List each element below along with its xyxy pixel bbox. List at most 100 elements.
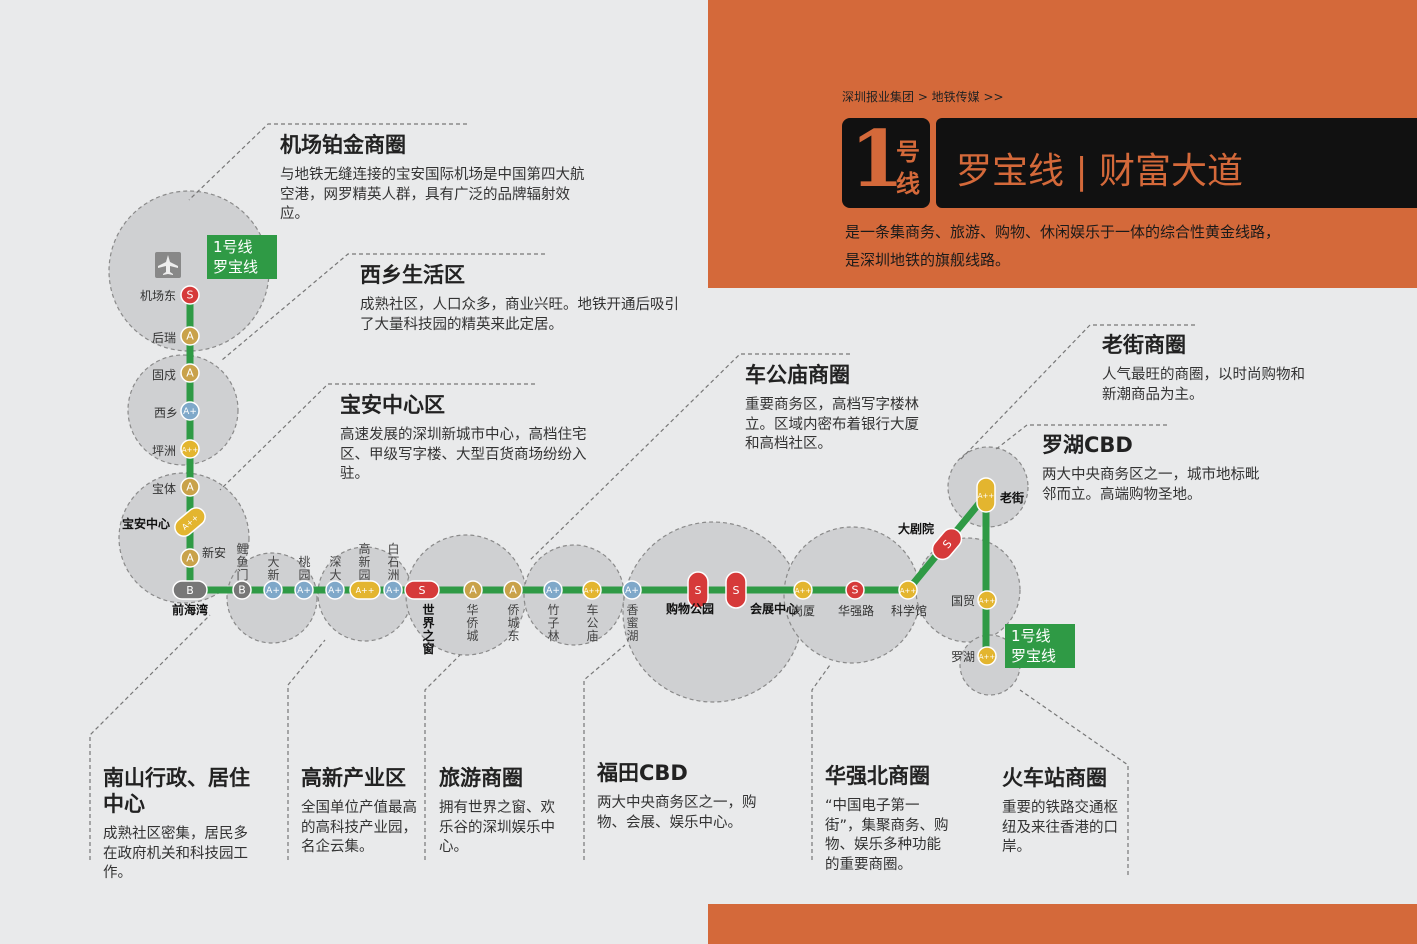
leader-line: [424, 654, 461, 860]
station-label[interactable]: 科学馆: [891, 604, 928, 618]
station-badge-app: A++: [898, 580, 918, 600]
area-nanshan: 南山行政、居住中心 成熟社区密集，居民多在政府机关和科技园工作。: [103, 765, 253, 884]
area-desc: 高速发展的深圳新城市中心，高档住宅区、甲级写字楼、大型百货商场纷纷入驻。: [340, 427, 587, 482]
station-label[interactable]: 大新: [267, 555, 280, 582]
badge-text: A+: [625, 586, 639, 596]
catchment-circle: [523, 544, 625, 646]
station-label[interactable]: 前海湾: [172, 603, 209, 617]
station-label[interactable]: 高新园: [358, 542, 371, 582]
station-label[interactable]: 世界之窗: [422, 603, 435, 656]
area-huaqiangbei: 华强北商圈 “中国电子第一街”，集聚商务、购物、娱乐多种功能的重要商圈。: [825, 763, 955, 875]
station-label[interactable]: 车公庙: [586, 603, 599, 643]
station-badge-s: S: [845, 580, 865, 600]
area-desc: 成熟社区，人口众多，商业兴旺。地铁开通后吸引了大量科技园的精英来此定居。: [360, 297, 679, 333]
badge-text: A: [186, 552, 194, 565]
metro-line-1: [186, 295, 990, 656]
station-label[interactable]: 大剧院: [898, 522, 935, 536]
station-label[interactable]: 深大: [329, 555, 342, 582]
station-label[interactable]: 华强路: [838, 604, 875, 618]
badge-text: A++: [795, 587, 812, 595]
station-label[interactable]: 香蜜湖: [626, 603, 639, 643]
station-label[interactable]: 侨城东: [507, 603, 520, 643]
line-tag-name: 罗宝线: [1011, 647, 1057, 665]
badge-text: A++: [979, 597, 996, 605]
station-label[interactable]: 桃园: [298, 555, 311, 582]
station-badge-a: A: [180, 326, 200, 346]
station-badge-app: A++: [977, 646, 997, 666]
leader-line: [188, 123, 467, 201]
area-desc: “中国电子第一街”，集聚商务、购物、娱乐多种功能的重要商圈。: [825, 798, 949, 873]
area-lvyou: 旅游商圈 拥有世界之窗、欢乐谷的深圳娱乐中心。: [439, 765, 557, 858]
line-number-badge: 1 号 线: [842, 114, 930, 208]
station-label[interactable]: 岗厦: [791, 604, 816, 618]
station-label[interactable]: 机场东: [140, 289, 177, 303]
leader-line: [287, 639, 326, 860]
area-title: 车公庙商圈: [745, 363, 850, 387]
intro-text: 是一条集商务、旅游、购物、休闲娱乐于一体的综合性黄金线路， 是深圳地铁的旗舰线路…: [845, 218, 1280, 274]
station-label[interactable]: 会展中心: [750, 602, 799, 616]
station-label[interactable]: 西乡: [154, 406, 179, 420]
badge-text: A+: [328, 586, 342, 596]
badge-text: A+: [546, 586, 560, 596]
station-label[interactable]: 新安: [202, 546, 227, 560]
station-label[interactable]: 鲤鱼门: [236, 542, 249, 582]
station-label[interactable]: 后瑞: [152, 331, 177, 345]
area-futian: 福田CBD 两大中央商务区之一，购物、会展、娱乐中心。: [597, 760, 757, 833]
station-label[interactable]: 国贸: [951, 594, 976, 608]
station-badge-app-large: A++: [349, 580, 381, 600]
badge-text: A: [186, 481, 194, 494]
station-badge-ap: A+: [263, 580, 283, 600]
station-badge-a: A: [180, 477, 200, 497]
area-xixiang: 西乡生活区 成熟社区，人口众多，商业兴旺。地铁开通后吸引了大量科技园的精英来此定…: [360, 262, 680, 335]
area-title: 罗湖CBD: [1042, 433, 1133, 457]
area-gaoxin: 高新产业区 全国单位产值最高的高科技产业园，名企云集。: [301, 765, 419, 858]
station-label[interactable]: 宝体: [152, 482, 177, 496]
area-title: 福田CBD: [597, 761, 688, 785]
breadcrumb[interactable]: 深圳报业集团 > 地铁传媒 >>: [842, 90, 1004, 104]
area-desc: 与地铁无缝连接的宝安国际机场是中国第四大航空港，网罗精英人群，具有广泛的品牌辐射…: [280, 167, 585, 222]
area-title: 火车站商圈: [1002, 766, 1107, 790]
line-title: 罗宝线 | 财富大道: [956, 151, 1244, 192]
area-desc: 成熟社区密集，居民多在政府机关和科技园工作。: [103, 826, 248, 881]
area-chegongmiao: 车公庙商圈 重要商务区，高档写字楼林立。区域内密布着银行大厦和高档社区。: [745, 362, 927, 455]
station-badge-app: A++: [977, 590, 997, 610]
badge-text: A+: [386, 586, 400, 596]
station-badge-s: S: [180, 285, 200, 305]
leader-line: [219, 383, 535, 491]
line-tag-number: 1号线: [213, 238, 253, 256]
station-badge-s-tall: S: [687, 571, 709, 609]
leader-line: [529, 353, 850, 561]
station-badge-app-tall: A++: [976, 477, 996, 513]
station-badge-b-large: B: [172, 580, 208, 600]
station-label[interactable]: 坪洲: [152, 444, 177, 458]
area-desc: 两大中央商务区之一，城市地标毗邻而立。高端购物圣地。: [1042, 467, 1260, 503]
badge-text: A: [469, 584, 477, 597]
leader-line: [1019, 689, 1129, 875]
area-title: 机场铂金商圈: [280, 133, 406, 157]
station-label[interactable]: 竹子林: [547, 603, 560, 643]
badge-text: A: [509, 584, 517, 597]
station-label[interactable]: 罗湖: [951, 650, 976, 664]
station-label[interactable]: 宝安中心: [122, 517, 171, 531]
badge-text: A++: [978, 492, 995, 500]
area-desc: 全国单位产值最高的高科技产业园，名企云集。: [301, 800, 417, 855]
station-label[interactable]: 固戍: [152, 368, 177, 382]
leader-line: [959, 324, 1195, 461]
station-badge-ap: A+: [325, 580, 345, 600]
area-desc: 拥有世界之窗、欢乐谷的深圳娱乐中心。: [439, 800, 555, 855]
station-badge-ap: A+: [383, 580, 403, 600]
station-label[interactable]: 老街: [1000, 491, 1025, 505]
area-desc: 重要商务区，高档写字楼林立。区域内密布着银行大厦和高档社区。: [745, 397, 919, 452]
badge-text: A: [186, 367, 194, 380]
station-label[interactable]: 白石洲: [387, 542, 400, 582]
station-label[interactable]: 华侨城: [466, 603, 479, 643]
station-badge-a: A: [463, 580, 483, 600]
station-badge-app-large: A++: [174, 507, 206, 537]
line-tag-name: 罗宝线: [213, 258, 259, 276]
leader-line: [221, 253, 545, 361]
area-desc: 人气最旺的商圈，以时尚购物和新潮商品为主。: [1102, 367, 1305, 403]
station-badge-s-large: S: [931, 527, 963, 561]
station-label[interactable]: 购物公园: [666, 602, 715, 616]
area-luohu: 罗湖CBD 两大中央商务区之一，城市地标毗邻而立。高端购物圣地。: [1042, 432, 1262, 505]
badge-text: A++: [979, 653, 996, 661]
